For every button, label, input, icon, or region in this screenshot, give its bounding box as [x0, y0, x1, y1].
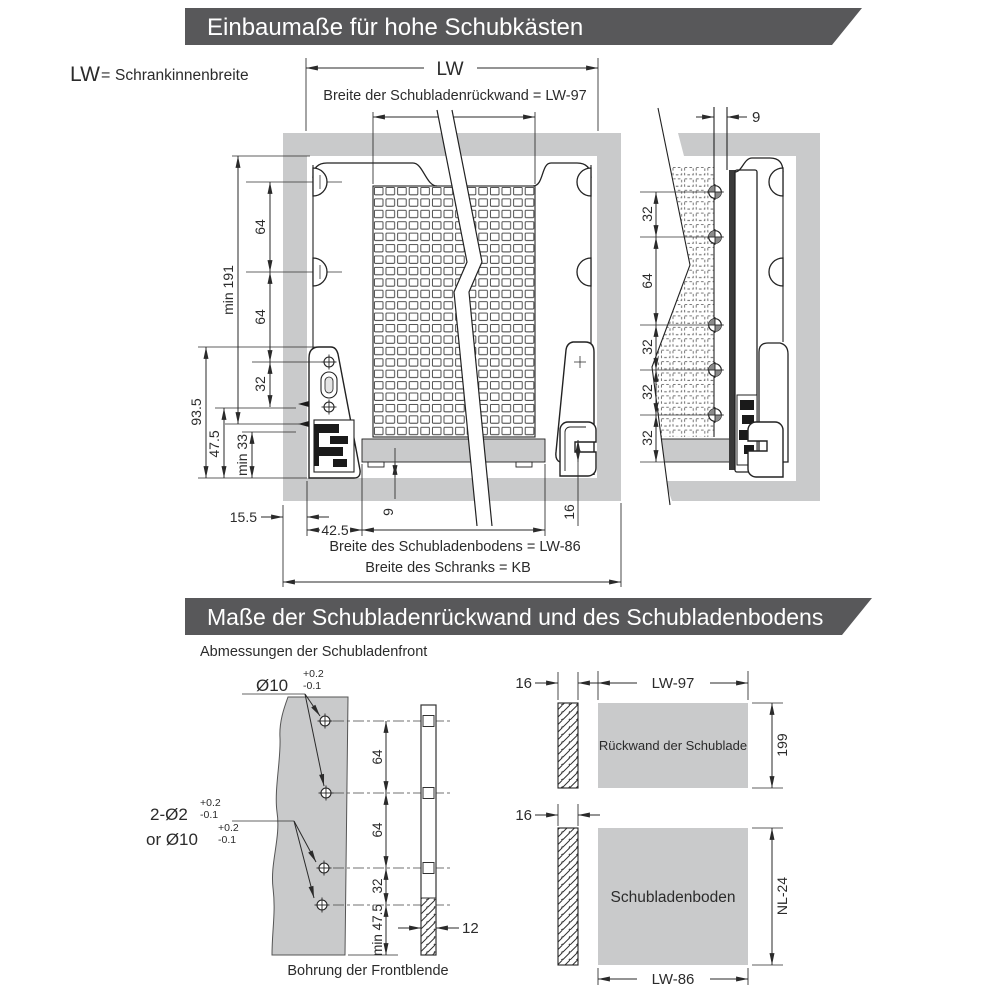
dim-32: 32: [639, 339, 655, 355]
front-view-left-dims: min 191 64 64 32 93.5 47.5 min 33: [188, 155, 336, 479]
label-hole-top: Ø10: [256, 676, 288, 695]
dim-16: 16: [561, 504, 577, 520]
dim-32: 32: [639, 430, 655, 446]
mounting-tab: [576, 167, 592, 197]
bottom-board-label: Schubladenboden: [611, 889, 736, 906]
front-view-bottom-dims: 15.5 42.5 9 16 Breite des Schubladenbode…: [230, 440, 622, 587]
banner-bottom-shape: [185, 598, 872, 635]
dim-width: LW-97: [652, 675, 695, 692]
dim-64a: 64: [252, 219, 268, 235]
pointer-arrow: [298, 401, 309, 407]
label-hole-top-plus: +0.2: [303, 668, 324, 680]
label-hole-alt-minus: -0.1: [218, 834, 236, 846]
back-wall-label: Rückwand der Schublade: [599, 738, 747, 753]
mounting-tab: [768, 167, 784, 197]
dim-32: 32: [370, 878, 385, 893]
dim-cabinet-width: Breite des Schranks = KB: [365, 560, 531, 576]
dim-475: 47.5: [206, 430, 222, 457]
label-hole-alt-plus: +0.2: [218, 822, 239, 834]
mounting-tab: [576, 257, 592, 287]
label-hole-alt: or Ø10: [146, 830, 198, 849]
rear-view-dims: 9 32 64 32 32 32: [639, 109, 760, 463]
back-wall-panel: [598, 703, 748, 788]
rear-view-drawing: 9 32 64 32 32 32: [639, 107, 820, 506]
perforation-grid: [373, 186, 535, 437]
label-hole-mid: 2-Ø2: [150, 805, 188, 824]
mounting-tab: [768, 257, 784, 287]
front-view-top-dims: LW Breite der Schubladenrückwand = LW-97: [305, 58, 599, 184]
dim-16: 16: [515, 675, 532, 692]
rail-profile: [559, 421, 597, 477]
label-hole-mid-plus: +0.2: [200, 797, 221, 809]
dim-16: 16: [515, 807, 532, 824]
dim-155: 15.5: [230, 509, 257, 525]
front-panel-caption: Abmessungen der Schubladenfront: [200, 644, 427, 660]
break-band: [436, 109, 493, 527]
back-bracket-face: [729, 170, 735, 470]
cabinet-frame-section: [665, 133, 820, 501]
dim-9-rear: 9: [752, 109, 760, 126]
dim-width: LW-86: [652, 971, 695, 988]
legend-abbr: LW: [70, 63, 100, 86]
dim-64b: 64: [252, 309, 268, 325]
dim-64: 64: [639, 273, 655, 289]
legend-equals: =: [101, 67, 110, 84]
dim-lw: LW: [436, 59, 463, 80]
dim-64: 64: [370, 749, 385, 765]
dim-935: 93.5: [188, 398, 204, 425]
dim-min475: min 47.5: [370, 904, 385, 956]
front-panel-dims: 64 64 32 min 47.5: [348, 721, 398, 956]
bottom-board-diagram: 16 Schubladenboden NL-24 LW-86: [515, 804, 790, 988]
back-wall-diagram: 16 LW-97 Rückwand der Schublade 199: [515, 671, 790, 789]
banner-top: Einbaumaße für hohe Schubkästen: [185, 8, 862, 45]
label-hole-top-minus: -0.1: [303, 680, 321, 692]
front-view-drawing: LW Breite der Schubladenrückwand = LW-97…: [188, 58, 622, 587]
dim-32: 32: [252, 376, 268, 392]
right-side-profile: [532, 162, 597, 477]
back-wall-edge-strip: [557, 702, 579, 789]
front-panel-section: [271, 696, 349, 956]
dim-9: 9: [380, 508, 396, 516]
dim-min191: min 191: [220, 265, 236, 315]
hole-labels: Ø10 +0.2 -0.1 2-Ø2 +0.2 -0.1 or Ø10 +0.2…: [146, 668, 325, 899]
banner-top-title: Einbaumaße für hohe Schubkästen: [207, 14, 583, 41]
dim-64: 64: [370, 822, 385, 838]
dim-32: 32: [639, 384, 655, 400]
banner-bottom-title: Maße der Schubladenrückwand und des Schu…: [207, 604, 823, 630]
dim-32: 32: [639, 206, 655, 222]
dim-board-width: Breite des Schubladenbodens = LW-86: [329, 539, 580, 555]
legend-meaning: Schrankinnenbreite: [115, 67, 249, 84]
legend: LW = Schrankinnenbreite: [70, 63, 249, 86]
board-foot-left: [367, 461, 385, 468]
dim-height: 199: [774, 733, 790, 757]
dim-min33: min 33: [234, 434, 250, 476]
front-panel-side-strip: 12: [398, 704, 479, 956]
board-foot-right: [515, 461, 533, 468]
dim-height: NL-24: [774, 877, 790, 915]
banner-top-shape: [185, 8, 862, 45]
rail-profile-section: [747, 421, 784, 478]
dim-425: 42.5: [321, 522, 348, 538]
front-panel-caption-bottom: Bohrung der Frontblende: [287, 963, 448, 979]
label-hole-mid-minus: -0.1: [200, 809, 218, 821]
left-side-profile: [246, 162, 438, 479]
drawer-bottom-board: [361, 438, 546, 463]
bottom-board-panel: [598, 828, 748, 965]
bottom-board-edge-strip: [557, 827, 579, 966]
dim-back-width: Breite der Schubladenrückwand = LW-97: [323, 88, 586, 104]
front-panel-diagram: Abmessungen der Schubladenfront Ø10 +0.2…: [146, 644, 479, 979]
dim-12: 12: [462, 920, 479, 937]
banner-bottom: Maße der Schubladenrückwand und des Schu…: [185, 598, 872, 635]
break-line: [651, 107, 691, 506]
